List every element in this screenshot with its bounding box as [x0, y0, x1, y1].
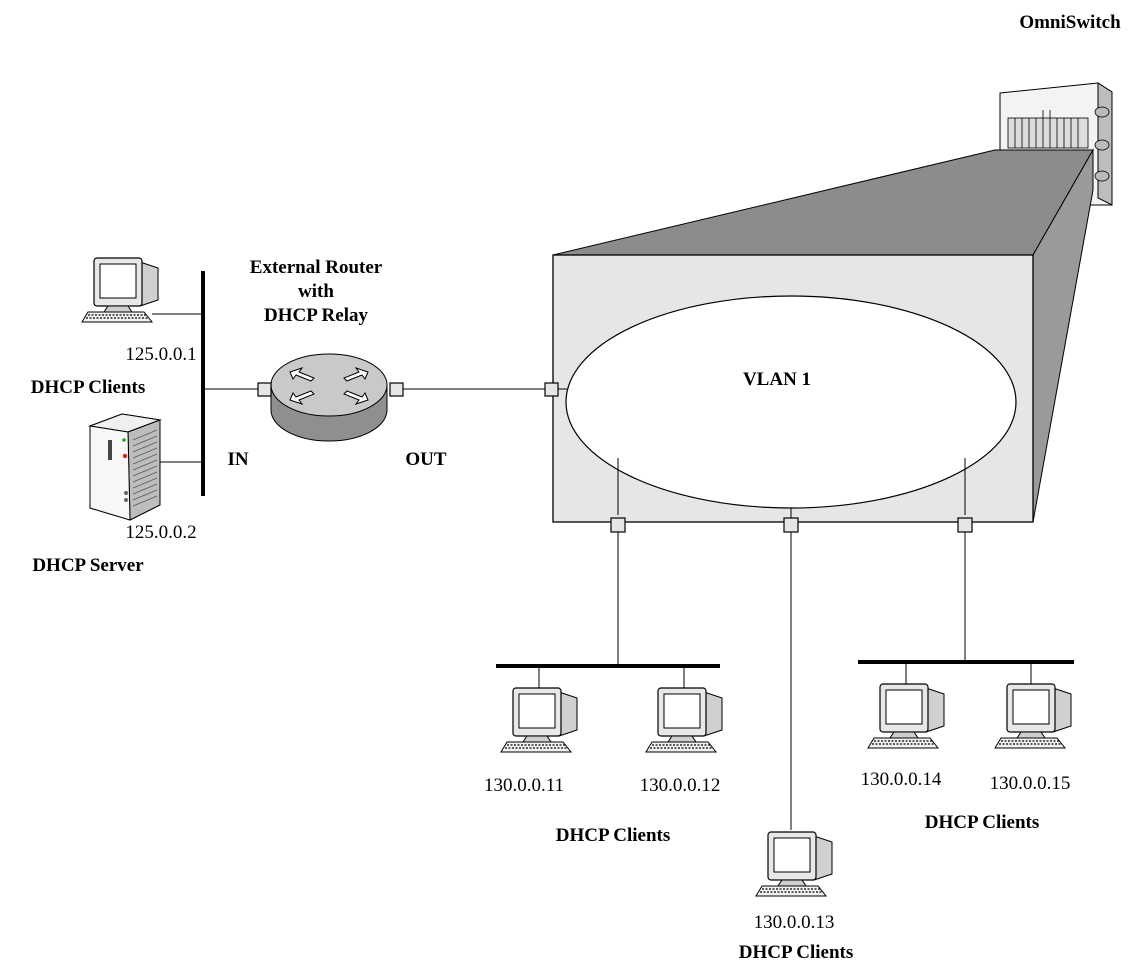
router-icon [270, 353, 388, 442]
client-ip-15: 130.0.0.15 [990, 773, 1071, 794]
server-ip: 125.0.0.2 [125, 522, 196, 543]
server-icon [88, 413, 162, 521]
pc-icon [755, 831, 833, 897]
router-label-line1: External Router [250, 257, 383, 278]
router-label-line3: DHCP Relay [264, 305, 368, 326]
switch-port-3 [957, 517, 973, 533]
client-ip-13: 130.0.0.13 [754, 912, 835, 933]
router-label-line2: with [298, 281, 334, 302]
pc-icon [81, 257, 159, 323]
client-ip-14: 130.0.0.14 [861, 769, 942, 790]
pc-icon [867, 683, 945, 749]
vlan-label: VLAN 1 [743, 369, 811, 390]
switch-port-2 [783, 517, 799, 533]
left-group-label: DHCP Clients [556, 825, 671, 846]
pc-icon [994, 683, 1072, 749]
pc-icon [500, 687, 578, 753]
left-client-ip: 125.0.0.1 [125, 344, 196, 365]
center-group-label: DHCP Clients [739, 942, 854, 963]
server-label: DHCP Server [32, 555, 144, 576]
right-group-label: DHCP Clients [925, 812, 1040, 833]
pc-icon [645, 687, 723, 753]
client-ip-11: 130.0.0.11 [484, 775, 564, 796]
client-ip-12: 130.0.0.12 [640, 775, 721, 796]
left-client-label: DHCP Clients [31, 377, 146, 398]
router-out-port [389, 382, 404, 397]
out-label: OUT [405, 449, 447, 470]
omniswitch-label: OmniSwitch [1019, 12, 1121, 33]
switch-router-port [544, 382, 559, 397]
switch-port-1 [610, 517, 626, 533]
in-label: IN [227, 449, 248, 470]
vlan-ellipse [565, 295, 1017, 509]
router-in-port [257, 382, 272, 397]
